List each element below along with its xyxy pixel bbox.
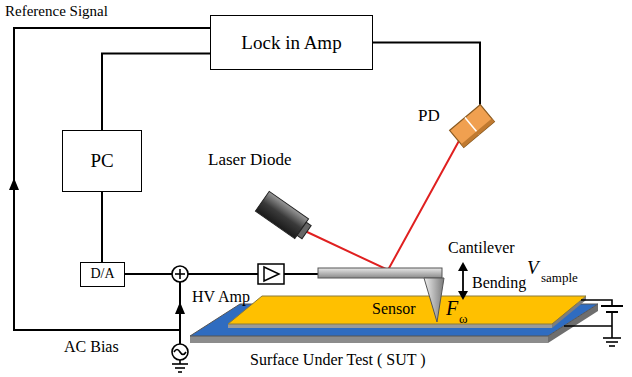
part-name: PD	[418, 106, 440, 126]
force-symbol: F	[446, 297, 458, 320]
signal-wire	[101, 192, 103, 262]
motion-name: Bending	[472, 274, 526, 292]
part-name: AC Bias	[64, 338, 119, 356]
hv-amplifier-symbol	[258, 264, 284, 284]
drive-wire	[125, 273, 320, 275]
box-label: Lock in Amp	[241, 32, 341, 54]
signal-wire	[373, 43, 480, 105]
sample-bias-circuit	[564, 300, 623, 346]
part-name: Sensor	[372, 300, 416, 318]
signal-wire	[102, 54, 210, 131]
box-label: D/A	[90, 266, 114, 282]
signal-arrowhead	[175, 302, 185, 314]
part-name: HV Amp	[192, 288, 250, 306]
summing-junction	[172, 266, 188, 282]
reference-wire	[14, 28, 210, 344]
signal-arrowhead	[9, 178, 19, 190]
cantilever-probe	[318, 268, 444, 322]
bending-arrow	[458, 262, 468, 300]
subscript: sample	[541, 271, 578, 286]
voltage-symbol: V	[527, 257, 539, 279]
pc-box: PC	[62, 130, 142, 192]
sample-plate	[190, 296, 598, 343]
subscript: ω	[459, 312, 468, 327]
laser-diode: Laser Diode	[208, 150, 313, 245]
signal-name: Reference Signal	[5, 3, 108, 20]
laser-beam	[305, 139, 460, 270]
part-name: Surface Under Test ( SUT )	[250, 351, 426, 369]
part-name: Laser Diode	[208, 150, 292, 170]
part-name: Cantilever	[448, 239, 515, 257]
lock-in-amp-box: Lock in Amp	[210, 15, 373, 70]
converter-box: D/A	[80, 262, 125, 287]
photodiode: PD	[418, 92, 518, 154]
box-label: PC	[90, 150, 113, 172]
ac-source-symbol	[172, 344, 188, 372]
